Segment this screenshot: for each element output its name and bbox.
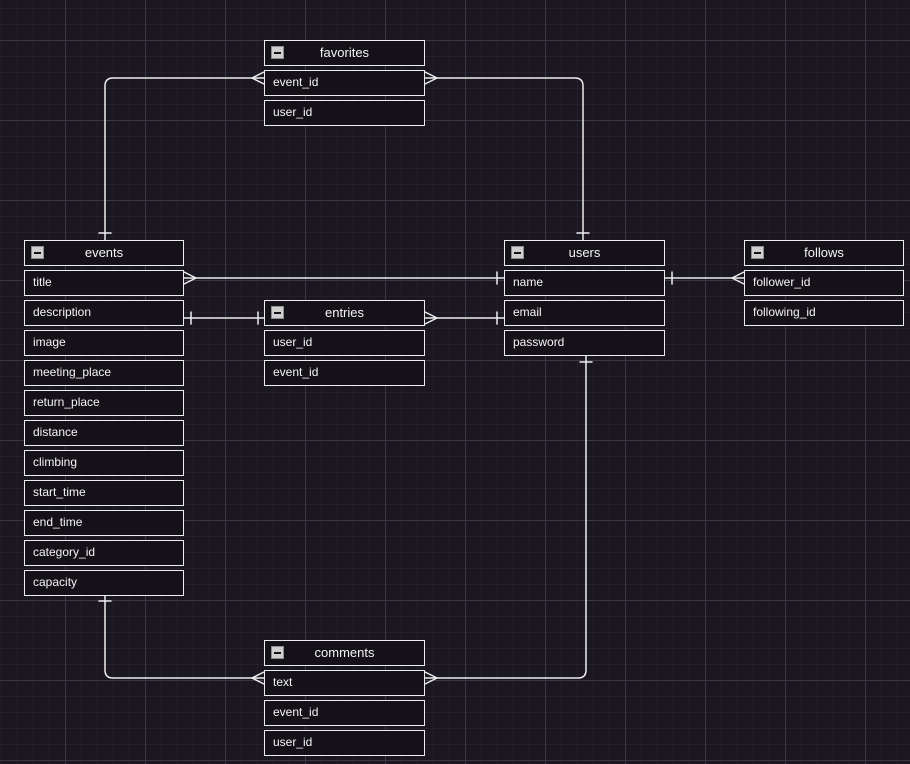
- field-row[interactable]: capacity: [24, 570, 184, 596]
- table-events-header[interactable]: events: [24, 240, 184, 266]
- field-row[interactable]: climbing: [24, 450, 184, 476]
- field-row[interactable]: password: [504, 330, 665, 356]
- table-users-header[interactable]: users: [504, 240, 665, 266]
- field-row[interactable]: following_id: [744, 300, 904, 326]
- relationship-line-events-favorites[interactable]: [98, 71, 265, 241]
- relationship-line-events-comments[interactable]: [98, 593, 265, 685]
- field-row[interactable]: meeting_place: [24, 360, 184, 386]
- table-entries-header[interactable]: entries: [264, 300, 425, 326]
- relationship-line-entries-users[interactable]: [424, 311, 505, 325]
- minus-collapse-icon[interactable]: [31, 246, 44, 259]
- field-row[interactable]: end_time: [24, 510, 184, 536]
- table-favorites[interactable]: favorites event_id user_id: [264, 40, 425, 126]
- field-row[interactable]: follower_id: [744, 270, 904, 296]
- table-follows-header[interactable]: follows: [744, 240, 904, 266]
- relationship-line-events-entries[interactable]: [183, 311, 265, 325]
- table-events[interactable]: events title description image meeting_p…: [24, 240, 184, 596]
- minus-collapse-icon[interactable]: [271, 646, 284, 659]
- field-row[interactable]: category_id: [24, 540, 184, 566]
- relationship-line-events-users[interactable]: [183, 271, 505, 285]
- field-row[interactable]: return_place: [24, 390, 184, 416]
- minus-collapse-icon[interactable]: [511, 246, 524, 259]
- table-title: comments: [314, 645, 375, 660]
- field-row[interactable]: event_id: [264, 70, 425, 96]
- table-title: entries: [324, 305, 365, 320]
- relationship-line-users-follows[interactable]: [664, 271, 745, 285]
- relationship-line-users-favorites[interactable]: [424, 71, 590, 241]
- relationship-line-users-comments[interactable]: [424, 354, 593, 685]
- field-row[interactable]: user_id: [264, 730, 425, 756]
- field-row[interactable]: email: [504, 300, 665, 326]
- field-row[interactable]: text: [264, 670, 425, 696]
- field-row[interactable]: title: [24, 270, 184, 296]
- table-users[interactable]: users name email password: [504, 240, 665, 356]
- table-title: favorites: [319, 45, 370, 60]
- table-favorites-header[interactable]: favorites: [264, 40, 425, 66]
- field-row[interactable]: description: [24, 300, 184, 326]
- field-row[interactable]: event_id: [264, 360, 425, 386]
- table-title: follows: [804, 245, 844, 260]
- field-row[interactable]: distance: [24, 420, 184, 446]
- table-title: events: [84, 245, 124, 260]
- field-row[interactable]: image: [24, 330, 184, 356]
- table-follows[interactable]: follows follower_id following_id: [744, 240, 904, 326]
- table-comments[interactable]: comments text event_id user_id: [264, 640, 425, 756]
- minus-collapse-icon[interactable]: [751, 246, 764, 259]
- field-row[interactable]: name: [504, 270, 665, 296]
- field-row[interactable]: event_id: [264, 700, 425, 726]
- table-entries[interactable]: entries user_id event_id: [264, 300, 425, 386]
- field-row[interactable]: user_id: [264, 330, 425, 356]
- table-comments-header[interactable]: comments: [264, 640, 425, 666]
- field-row[interactable]: start_time: [24, 480, 184, 506]
- minus-collapse-icon[interactable]: [271, 306, 284, 319]
- table-title: users: [568, 245, 601, 260]
- minus-collapse-icon[interactable]: [271, 46, 284, 59]
- field-row[interactable]: user_id: [264, 100, 425, 126]
